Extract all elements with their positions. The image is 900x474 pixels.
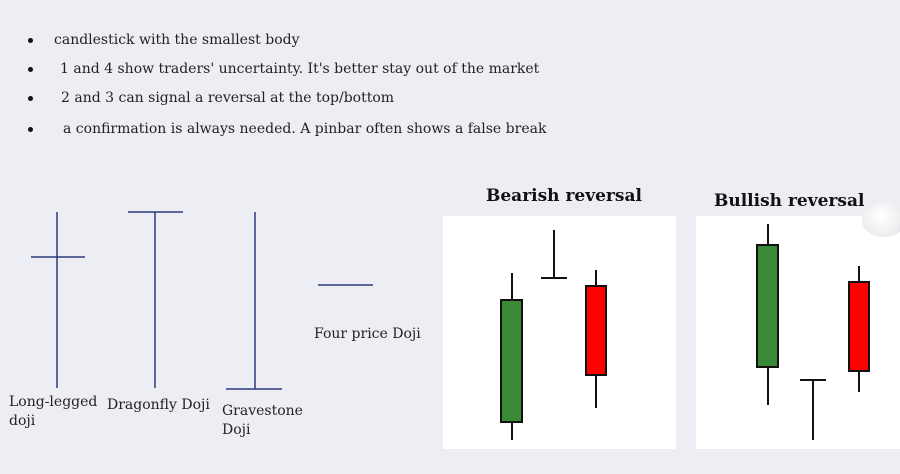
bullet-dot (28, 96, 33, 101)
long-legged-doji-shape (31, 212, 85, 388)
bearish-red-candle (585, 270, 607, 408)
bullish-red-candle (848, 266, 870, 392)
bullet-text: 2 and 3 can signal a reversal at the top… (61, 90, 395, 106)
bullish-reversal-title: Bullish reversal (714, 191, 865, 211)
bullet-text: 1 and 4 show traders' uncertainty. It's … (60, 61, 540, 77)
bullish-green-candle (756, 224, 779, 405)
bearish-green-candle (500, 273, 523, 440)
dragonfly-label: Dragonfly Doji (107, 397, 210, 413)
bullet-text: candlestick with the smallest body (54, 32, 300, 48)
bearish-reversal-panel (443, 216, 676, 449)
bearish-gravestone-candle (541, 230, 567, 279)
bearish-reversal-title: Bearish reversal (486, 186, 642, 206)
gravestone-label: Gravestone Doji (222, 403, 303, 438)
bullish-reversal-panel (696, 216, 900, 449)
bullet-dot (28, 127, 33, 132)
corner-decoration (862, 203, 900, 237)
gravestone-doji-shape (226, 212, 282, 390)
dragonfly-doji-shape (128, 211, 183, 388)
bullet-list: candlestick with the smallest body 1 and… (0, 0, 900, 160)
bearish-candles (500, 230, 607, 440)
bullish-dragonfly-candle (800, 379, 826, 440)
four-price-label: Four price Doji (314, 326, 421, 342)
bullish-candles (756, 224, 870, 440)
bullet-text: a confirmation is always needed. A pinba… (63, 121, 547, 137)
bullet-dot (28, 67, 33, 72)
long-legged-label: Long-legged doji (9, 394, 98, 429)
bullet-dot (28, 38, 33, 43)
